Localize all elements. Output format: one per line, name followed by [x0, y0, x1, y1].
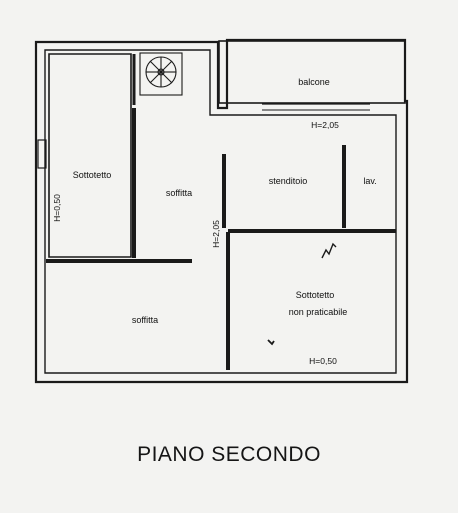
spiral-staircase: [139, 52, 183, 96]
label-soffitta-upper: soffitta: [166, 188, 192, 198]
dim-h-balcony: H=2,05: [311, 120, 339, 130]
label-sottotetto-np-1: Sottotetto: [296, 290, 335, 300]
dim-h-bottom: H=0,50: [309, 356, 337, 366]
debris-mark-2: [267, 339, 275, 346]
dim-h-center: H=2,05: [211, 220, 221, 248]
plan-caption: PIANO SECONDO: [137, 443, 321, 466]
label-lav: lav.: [363, 176, 376, 186]
label-stenditoio: stenditoio: [269, 176, 308, 186]
label-balcone: balcone: [298, 77, 330, 87]
label-sottotetto-np-2: non praticabile: [289, 307, 348, 317]
outer-wall-inner: [44, 49, 397, 374]
dim-h-left-wall: H=0,50: [52, 194, 62, 222]
debris-mark-1: [321, 242, 337, 259]
outer-wall: [34, 38, 409, 384]
window-left: [37, 139, 47, 169]
label-soffitta-lower: soffitta: [132, 315, 158, 325]
label-sottotetto-left: Sottotetto: [73, 170, 112, 180]
wall-sottotetto-left: [48, 53, 132, 258]
balcony-outline: [218, 40, 406, 104]
